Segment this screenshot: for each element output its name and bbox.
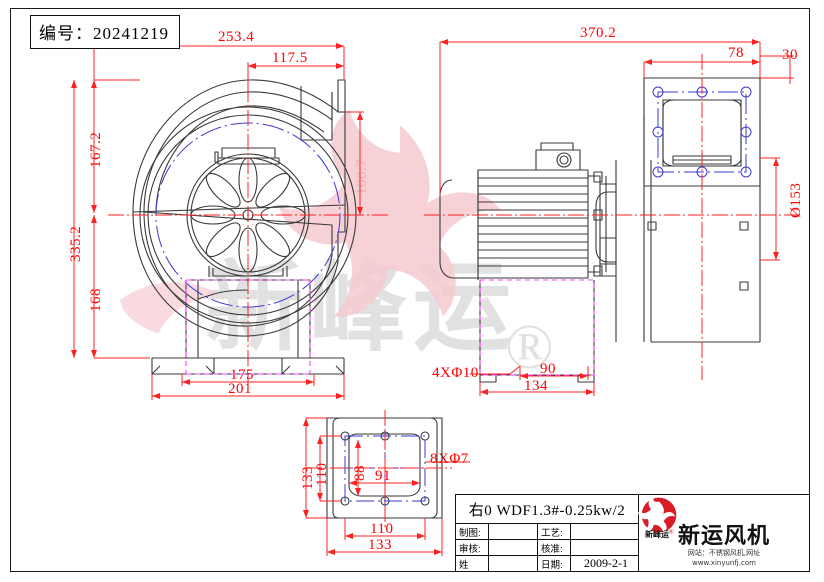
note-base-holes-4x-d10: 4XΦ10 bbox=[432, 365, 479, 381]
value-date: 2009-2-1 bbox=[584, 556, 628, 570]
dim-flange-thickness-30: 30 bbox=[782, 47, 798, 63]
brand-mark-label: 新峰运 bbox=[645, 530, 669, 539]
dim-overall-length-370-2: 370.2 bbox=[580, 25, 617, 41]
dim-foot-overall-201: 201 bbox=[228, 381, 252, 397]
brand-row: 新运风机 bbox=[638, 497, 770, 550]
value-reviewed-by[interactable] bbox=[489, 540, 538, 555]
dim-scroll-width-117-5: 117.5 bbox=[272, 50, 308, 66]
label-reviewed-by: 审核: bbox=[456, 540, 489, 555]
website-line-2: www.xinyunfj.com bbox=[692, 558, 756, 567]
website-line-1: 网站：不锈钢风机,网址 bbox=[687, 549, 761, 558]
label-drafted-by: 制图: bbox=[456, 524, 489, 539]
brand-mark-text: 新峰运® bbox=[645, 529, 673, 540]
dim-overall-width-253-4: 253.4 bbox=[218, 29, 255, 45]
drawing-frame bbox=[10, 8, 810, 572]
dim-flange-offset-78: 78 bbox=[728, 45, 744, 61]
dim-base-hole-90: 90 bbox=[540, 361, 556, 377]
model-designation: 右0 WDF1.3#-0.25kw/2 bbox=[456, 495, 638, 524]
value-approved-by[interactable] bbox=[571, 540, 638, 555]
brand-name: 新运风机 bbox=[677, 524, 770, 549]
note-plate-holes-8x-d7: 8XΦ7 bbox=[430, 451, 469, 467]
company-logo-icon bbox=[638, 497, 677, 533]
brand-panel: 新运风机 新峰运® 网站：不锈钢风机,网址 www.xinyunfj.com bbox=[638, 495, 809, 571]
title-block-row: 制图: 工艺: bbox=[456, 524, 638, 540]
dim-hole-spacing-h-110: 110 bbox=[370, 521, 394, 537]
website-info: 网站：不锈钢风机,网址 www.xinyunfj.com bbox=[639, 549, 809, 568]
label-approved-by: 核准: bbox=[538, 540, 571, 555]
dim-inner-opening-91: 91 bbox=[375, 468, 391, 484]
value-process[interactable] bbox=[571, 524, 638, 539]
title-block: 右0 WDF1.3#-0.25kw/2 制图: 工艺: 审核: 核准: 姓 日期… bbox=[455, 494, 810, 572]
title-block-row: 审核: 核准: bbox=[456, 540, 638, 556]
label-name: 姓 bbox=[456, 556, 489, 571]
registered-icon: ® bbox=[669, 529, 674, 536]
title-block-left: 右0 WDF1.3#-0.25kw/2 制图: 工艺: 审核: 核准: 姓 日期… bbox=[456, 495, 639, 571]
value-drafted-by[interactable] bbox=[489, 524, 538, 539]
label-date: 日期: bbox=[538, 556, 571, 571]
drawing-number-box: 编号：20241219 bbox=[30, 15, 180, 49]
title-block-row: 姓 日期: 2009-2-1 bbox=[456, 556, 638, 571]
dim-plate-width-133: 133 bbox=[368, 537, 392, 553]
label-process: 工艺: bbox=[538, 524, 571, 539]
value-name[interactable] bbox=[489, 556, 538, 571]
